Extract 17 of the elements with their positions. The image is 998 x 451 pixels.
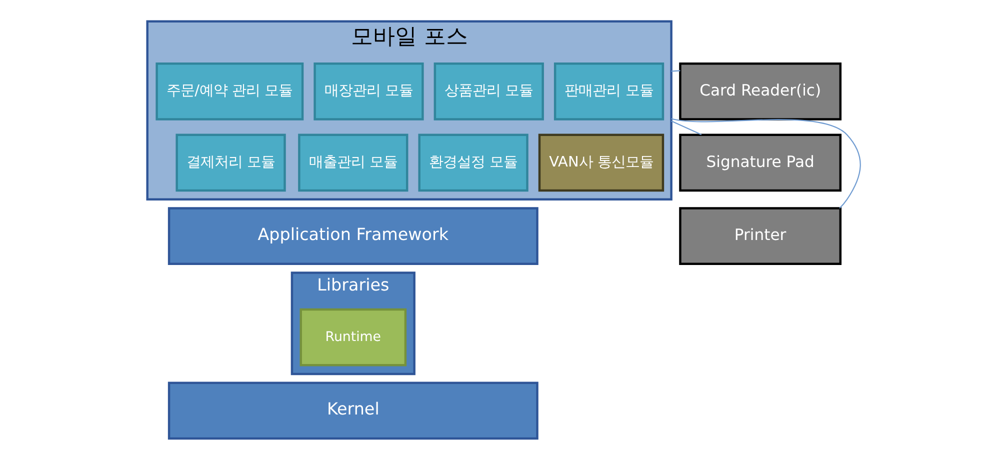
node-box: 상품관리 모듈 [433,62,544,120]
node-box: Printer [678,207,842,265]
node-box: 주문/예약 관리 모듈 [155,62,304,120]
node-box: 매출관리 모듈 [298,134,408,192]
node-box: 결제처리 모듈 [175,134,286,192]
connector [670,118,860,209]
node-box: Kernel [167,382,538,440]
node-box: 매장관리 모듈 [313,62,424,120]
connector [670,70,680,72]
node-box: Card Reader(ic) [678,62,842,120]
node-box: 판매관리 모듈 [553,62,664,120]
node-box: VAN사 통신모듈 [538,134,664,192]
node-box: Runtime [299,308,406,366]
connector [670,120,702,136]
node-box: Signature Pad [678,134,842,192]
node-box: Application Framework [167,207,538,265]
node-box: 환경설정 모듈 [418,134,528,192]
